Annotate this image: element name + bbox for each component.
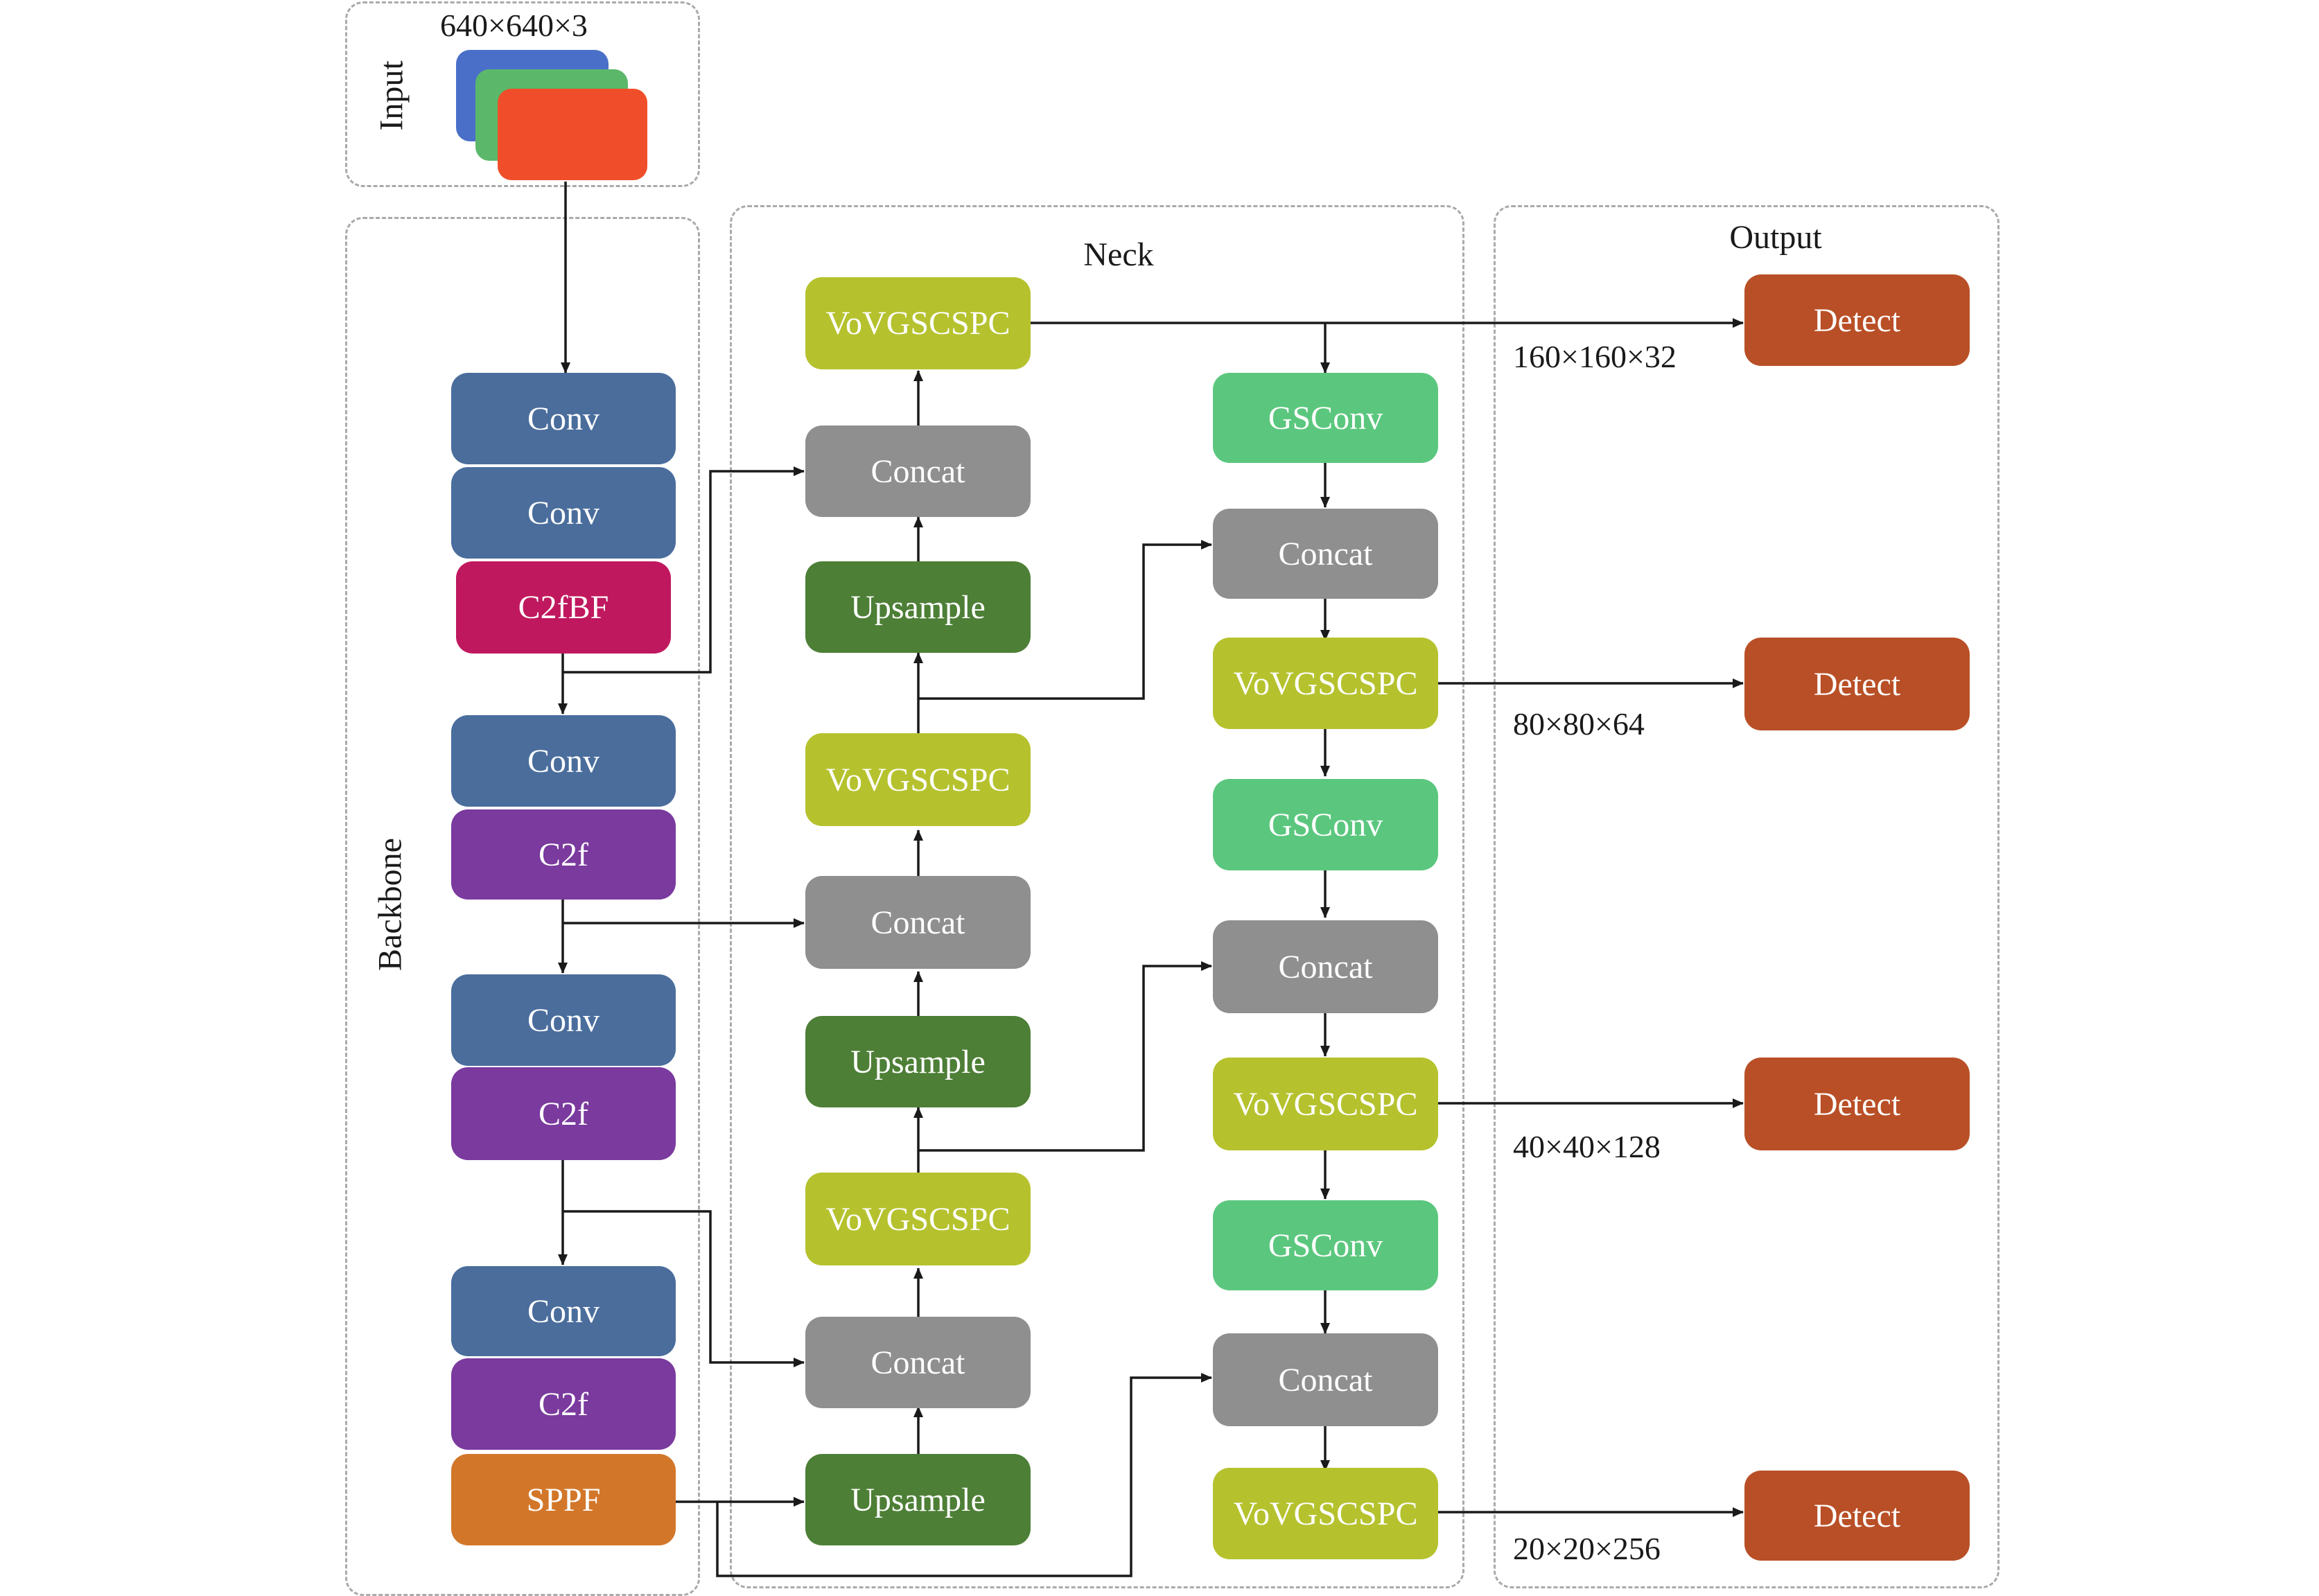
neck-right-concat-1: Concat — [1213, 509, 1438, 599]
neck-right-vovgscspc-2: VoVGSCSPC — [1213, 1058, 1438, 1150]
neck-left-upsample-2: Upsample — [805, 1016, 1031, 1107]
neck-right-gsconv-1: GSConv — [1213, 373, 1438, 463]
backbone-c2fbf: C2fBF — [456, 561, 671, 654]
neck-right-vovgscspc-1: VoVGSCSPC — [1213, 638, 1438, 729]
connector — [918, 540, 1212, 700]
neck-right-concat-2: Concat — [1213, 920, 1438, 1013]
neck-left-upsample-3: Upsample — [805, 1454, 1031, 1545]
backbone-conv-3: Conv — [451, 715, 676, 807]
neck-right-vovgscspc-3: VoVGSCSPC — [1213, 1468, 1438, 1559]
output-detect-4: Detect — [1744, 1471, 1970, 1561]
backbone-conv-1: Conv — [451, 373, 676, 464]
connector — [563, 1210, 805, 1367]
neck-right-concat-3: Concat — [1213, 1333, 1438, 1426]
input-layer-red — [498, 89, 647, 180]
backbone-c2f-2: C2f — [451, 1067, 676, 1160]
neck-left-concat-1: Concat — [805, 426, 1031, 517]
neck-right-gsconv-2: GSConv — [1213, 779, 1438, 870]
neck-left-vovgscspc-2: VoVGSCSPC — [805, 733, 1031, 826]
backbone-conv-4: Conv — [451, 974, 676, 1066]
output-detect-3: Detect — [1744, 1058, 1970, 1150]
backbone-sppf: SPPF — [451, 1454, 676, 1545]
connector — [918, 961, 1212, 1152]
neck-left-upsample-1: Upsample — [805, 561, 1031, 653]
connector — [716, 1373, 1212, 1577]
output-detect-2: Detect — [1744, 638, 1970, 730]
connector — [563, 466, 805, 674]
output-dim-1: 160×160×32 — [1513, 339, 1677, 374]
neck-left-concat-2: Concat — [805, 876, 1031, 969]
input-size-label: 640×640×3 — [440, 8, 588, 43]
backbone-conv-5: Conv — [451, 1266, 676, 1356]
neck-left-vovgscspc-3: VoVGSCSPC — [805, 1173, 1031, 1265]
backbone-c2f-3: C2f — [451, 1358, 676, 1450]
output-dim-4: 20×20×256 — [1513, 1531, 1661, 1566]
output-label: Output — [1729, 219, 1822, 256]
backbone-conv-2: Conv — [451, 467, 676, 559]
output-dim-3: 40×40×128 — [1513, 1129, 1661, 1164]
input-region — [345, 1, 700, 187]
neck-label: Neck — [1083, 236, 1154, 273]
neck-left-concat-3: Concat — [805, 1317, 1031, 1408]
neck-right-gsconv-3: GSConv — [1213, 1200, 1438, 1290]
neck-left-vovgscspc-1: VoVGSCSPC — [805, 277, 1031, 369]
output-dim-2: 80×80×64 — [1513, 706, 1645, 742]
output-detect-1: Detect — [1744, 274, 1970, 366]
backbone-c2f-1: C2f — [451, 809, 676, 900]
